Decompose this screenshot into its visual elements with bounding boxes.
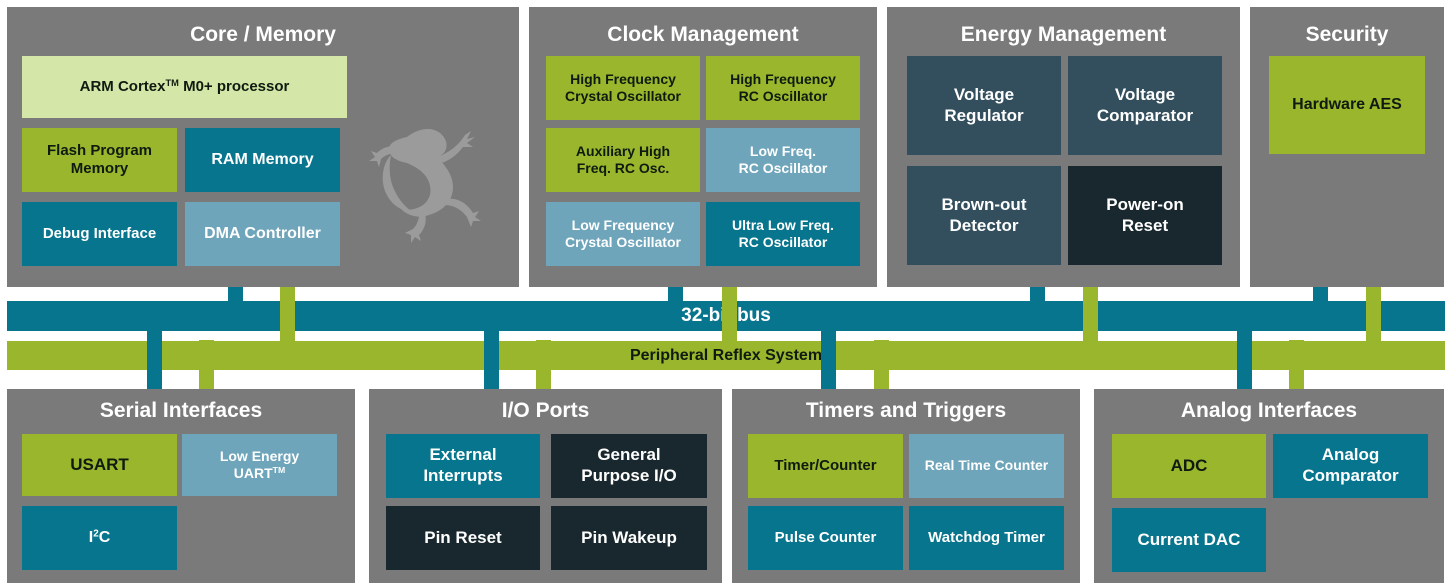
serial-bus-connector-overlay <box>147 341 162 370</box>
clock-management-title: Clock Management <box>607 23 799 46</box>
power-on-reset-block: Power-on Reset <box>1068 166 1222 265</box>
current-dac-block: Current DAC <box>1112 508 1266 572</box>
timers-triggers-panel: Timers and Triggers Timer/Counter Real T… <box>732 389 1080 583</box>
ulf-rc-oscillator-block: Ultra Low Freq. RC Oscillator <box>706 202 860 266</box>
pin-reset-block: Pin Reset <box>386 506 540 570</box>
leuart-label: Low Energy UARTTM <box>219 447 300 481</box>
pin-wakeup-block: Pin Wakeup <box>551 506 707 570</box>
processor-label: ARM CortexTM M0+ processor <box>79 77 290 95</box>
i2c-block: I2C <box>22 506 177 570</box>
hardware-aes-block: Hardware AES <box>1269 56 1425 154</box>
voltage-comparator-block: Voltage Comparator <box>1068 56 1222 155</box>
lf-crystal-oscillator-block: Low Frequency Crystal Oscillator <box>546 202 700 266</box>
clock-management-panel: Clock Management High Frequency Crystal … <box>529 7 877 287</box>
prs-label: Peripheral Reflex System <box>629 346 823 364</box>
voltage-regulator-block: Voltage Regulator <box>907 56 1061 155</box>
timer-counter-block: Timer/Counter <box>748 434 903 498</box>
low-energy-uart-block: Low Energy UARTTM <box>182 434 337 496</box>
io-ports-panel: I/O Ports External Interrupts General Pu… <box>369 389 722 583</box>
hf-rc-oscillator-block: High Frequency RC Oscillator <box>706 56 860 120</box>
gecko-logo-icon <box>369 128 481 243</box>
usart-block: USART <box>22 434 177 496</box>
energy-management-panel: Energy Management Voltage Regulator Volt… <box>887 7 1240 287</box>
external-interrupts-block: External Interrupts <box>386 434 540 498</box>
energy-management-title: Energy Management <box>960 23 1167 46</box>
core-memory-title: Core / Memory <box>190 23 336 46</box>
analog-interfaces-panel: Analog Interfaces ADC Analog Comparator … <box>1094 389 1444 583</box>
general-purpose-io-block: General Purpose I/O <box>551 434 707 498</box>
peripheral-reflex-system: Peripheral Reflex System <box>7 341 1445 370</box>
real-time-counter-block: Real Time Counter <box>909 434 1064 498</box>
lf-rc-oscillator-block: Low Freq. RC Oscillator <box>706 128 860 192</box>
core-memory-panel: Core / Memory ARM CortexTM M0+ processor… <box>7 7 519 287</box>
aux-hf-rc-oscillator-block: Auxiliary High Freq. RC Osc. <box>546 128 700 192</box>
core-prs-connector-overlay <box>280 301 295 331</box>
arm-cortex-processor-block: ARM CortexTM M0+ processor <box>22 56 347 118</box>
dma-controller-block: DMA Controller <box>185 202 340 266</box>
io-bus-connector-overlay <box>484 341 499 370</box>
security-prs-connector-overlay <box>1366 301 1381 331</box>
timers-triggers-title: Timers and Triggers <box>805 399 1007 422</box>
watchdog-timer-block: Watchdog Timer <box>909 506 1064 570</box>
analog-comparator-block: Analog Comparator <box>1273 434 1428 498</box>
energy-prs-connector-overlay <box>1083 301 1098 331</box>
timers-bus-connector-overlay <box>821 341 836 370</box>
brown-out-detector-block: Brown-out Detector <box>907 166 1061 265</box>
analog-bus-connector-overlay <box>1237 341 1252 370</box>
hf-crystal-oscillator-block: High Frequency Crystal Oscillator <box>546 56 700 120</box>
security-title: Security <box>1305 23 1389 46</box>
adc-block: ADC <box>1112 434 1266 498</box>
serial-interfaces-panel: Serial Interfaces USART Low Energy UARTT… <box>7 389 355 583</box>
debug-interface-block: Debug Interface <box>22 202 177 266</box>
i2c-label: I2C <box>88 528 111 547</box>
security-panel: Security Hardware AES <box>1250 7 1444 287</box>
pulse-counter-block: Pulse Counter <box>748 506 903 570</box>
analog-interfaces-title: Analog Interfaces <box>1180 399 1358 422</box>
ram-memory-block: RAM Memory <box>185 128 340 192</box>
flash-program-memory-block: Flash Program Memory <box>22 128 177 192</box>
io-ports-title: I/O Ports <box>501 399 590 422</box>
serial-interfaces-title: Serial Interfaces <box>99 399 263 422</box>
clock-prs-connector-overlay <box>722 301 737 331</box>
